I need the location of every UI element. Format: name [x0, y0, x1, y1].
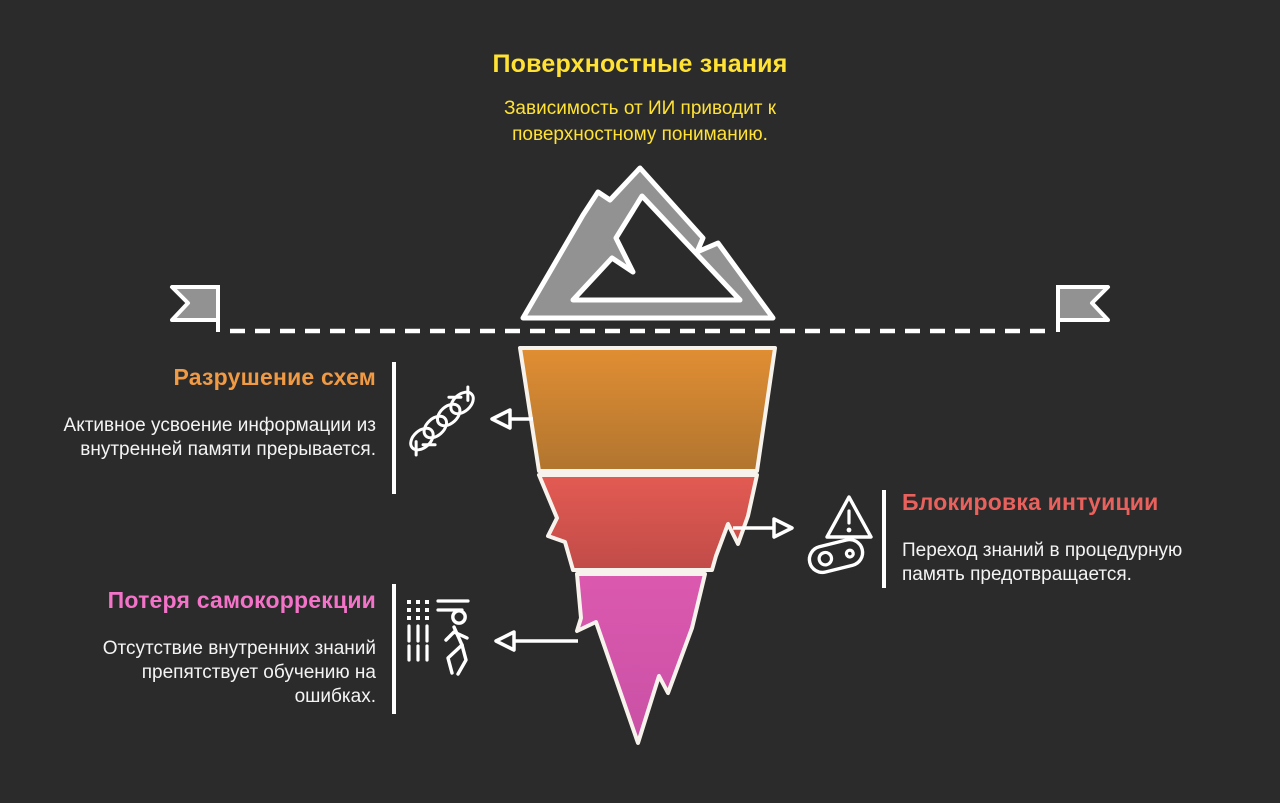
arrow-left-upper: [490, 408, 533, 430]
section-intuition-block: Блокировка интуиции Переход знаний в про…: [902, 489, 1214, 587]
section-selfcorrection-loss: Потеря самокоррекции Отсутствие внутренн…: [62, 587, 376, 709]
warning-chain-link-icon: [807, 495, 873, 575]
flag-right-icon: [1056, 285, 1110, 332]
section-body: Переход знаний в процедурную память пред…: [902, 540, 1183, 585]
iceberg-segment-upper: [518, 346, 777, 473]
arrow-left-lower: [494, 630, 578, 652]
section-schema-destruction: Разрушение схем Активное усвоение информ…: [62, 364, 376, 462]
mountain-icon: [520, 165, 776, 321]
section-heading: Разрушение схем: [173, 364, 376, 390]
page-title: Поверхностные знания: [492, 50, 788, 78]
iceberg-segment-lower: [575, 572, 707, 745]
iceberg-segment-middle: [537, 473, 759, 572]
arrow-right-middle: [733, 517, 794, 539]
section-body: Отсутствие внутренних знаний препятствуе…: [102, 638, 376, 707]
iceberg-segments: [518, 346, 777, 745]
person-leaving-checklist-icon: [407, 599, 470, 676]
header: Поверхностные знания Зависимость от ИИ п…: [0, 50, 1280, 148]
section-body: Активное усвоение информации из внутренн…: [63, 415, 376, 460]
chain-strand-icon: [409, 385, 475, 457]
flag-left-icon: [170, 285, 220, 332]
connector-arrows: [490, 408, 794, 652]
waterline: [170, 285, 1110, 334]
section-heading: Потеря самокоррекции: [107, 587, 376, 613]
section-heading: Блокировка интуиции: [902, 489, 1159, 515]
page-subtitle: Зависимость от ИИ приводит к поверхностн…: [503, 98, 777, 145]
